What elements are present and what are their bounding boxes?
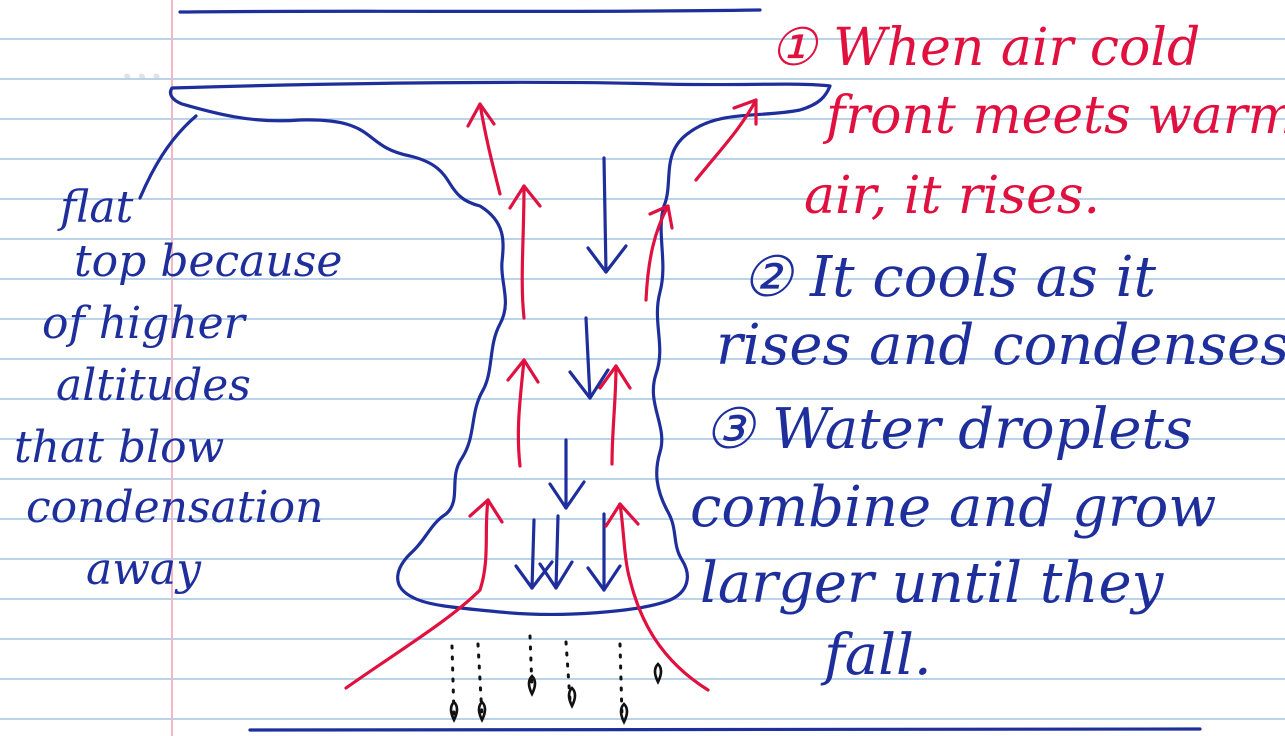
annotation-line-3: of higher	[42, 298, 245, 349]
cloud-outline	[168, 80, 832, 616]
step-2-line-1: ② It cools as it	[742, 245, 1157, 310]
step-1-line-3: air, it rises.	[804, 166, 1101, 226]
rain-drops	[449, 634, 663, 725]
annotation-line-2: top because	[74, 236, 343, 287]
step-3-line-2: combine and grow	[690, 475, 1217, 540]
annotation-line-5: that blow	[14, 422, 225, 473]
step-1-line-2: front meets warm	[826, 86, 1285, 146]
step-3-line-4: fall.	[824, 623, 932, 688]
updraft-arrows	[344, 98, 758, 692]
annotation-line-6: condensation	[26, 482, 324, 533]
bottom-underline	[248, 727, 1202, 732]
step-3-line-3: larger until they	[700, 551, 1164, 616]
annotation-line-4: altitudes	[56, 360, 251, 411]
annotation-line-1: flat	[60, 182, 134, 233]
annotation-line-7: away	[86, 544, 201, 595]
label-pointer-line	[138, 114, 198, 200]
step-2-line-2: rises and condenses.	[716, 313, 1285, 378]
step-1-line-1: ① When air cold	[770, 18, 1201, 78]
title-underline	[178, 8, 762, 14]
downdraft-arrows	[514, 156, 628, 592]
step-3-line-1: ③ Water droplets	[704, 397, 1193, 462]
